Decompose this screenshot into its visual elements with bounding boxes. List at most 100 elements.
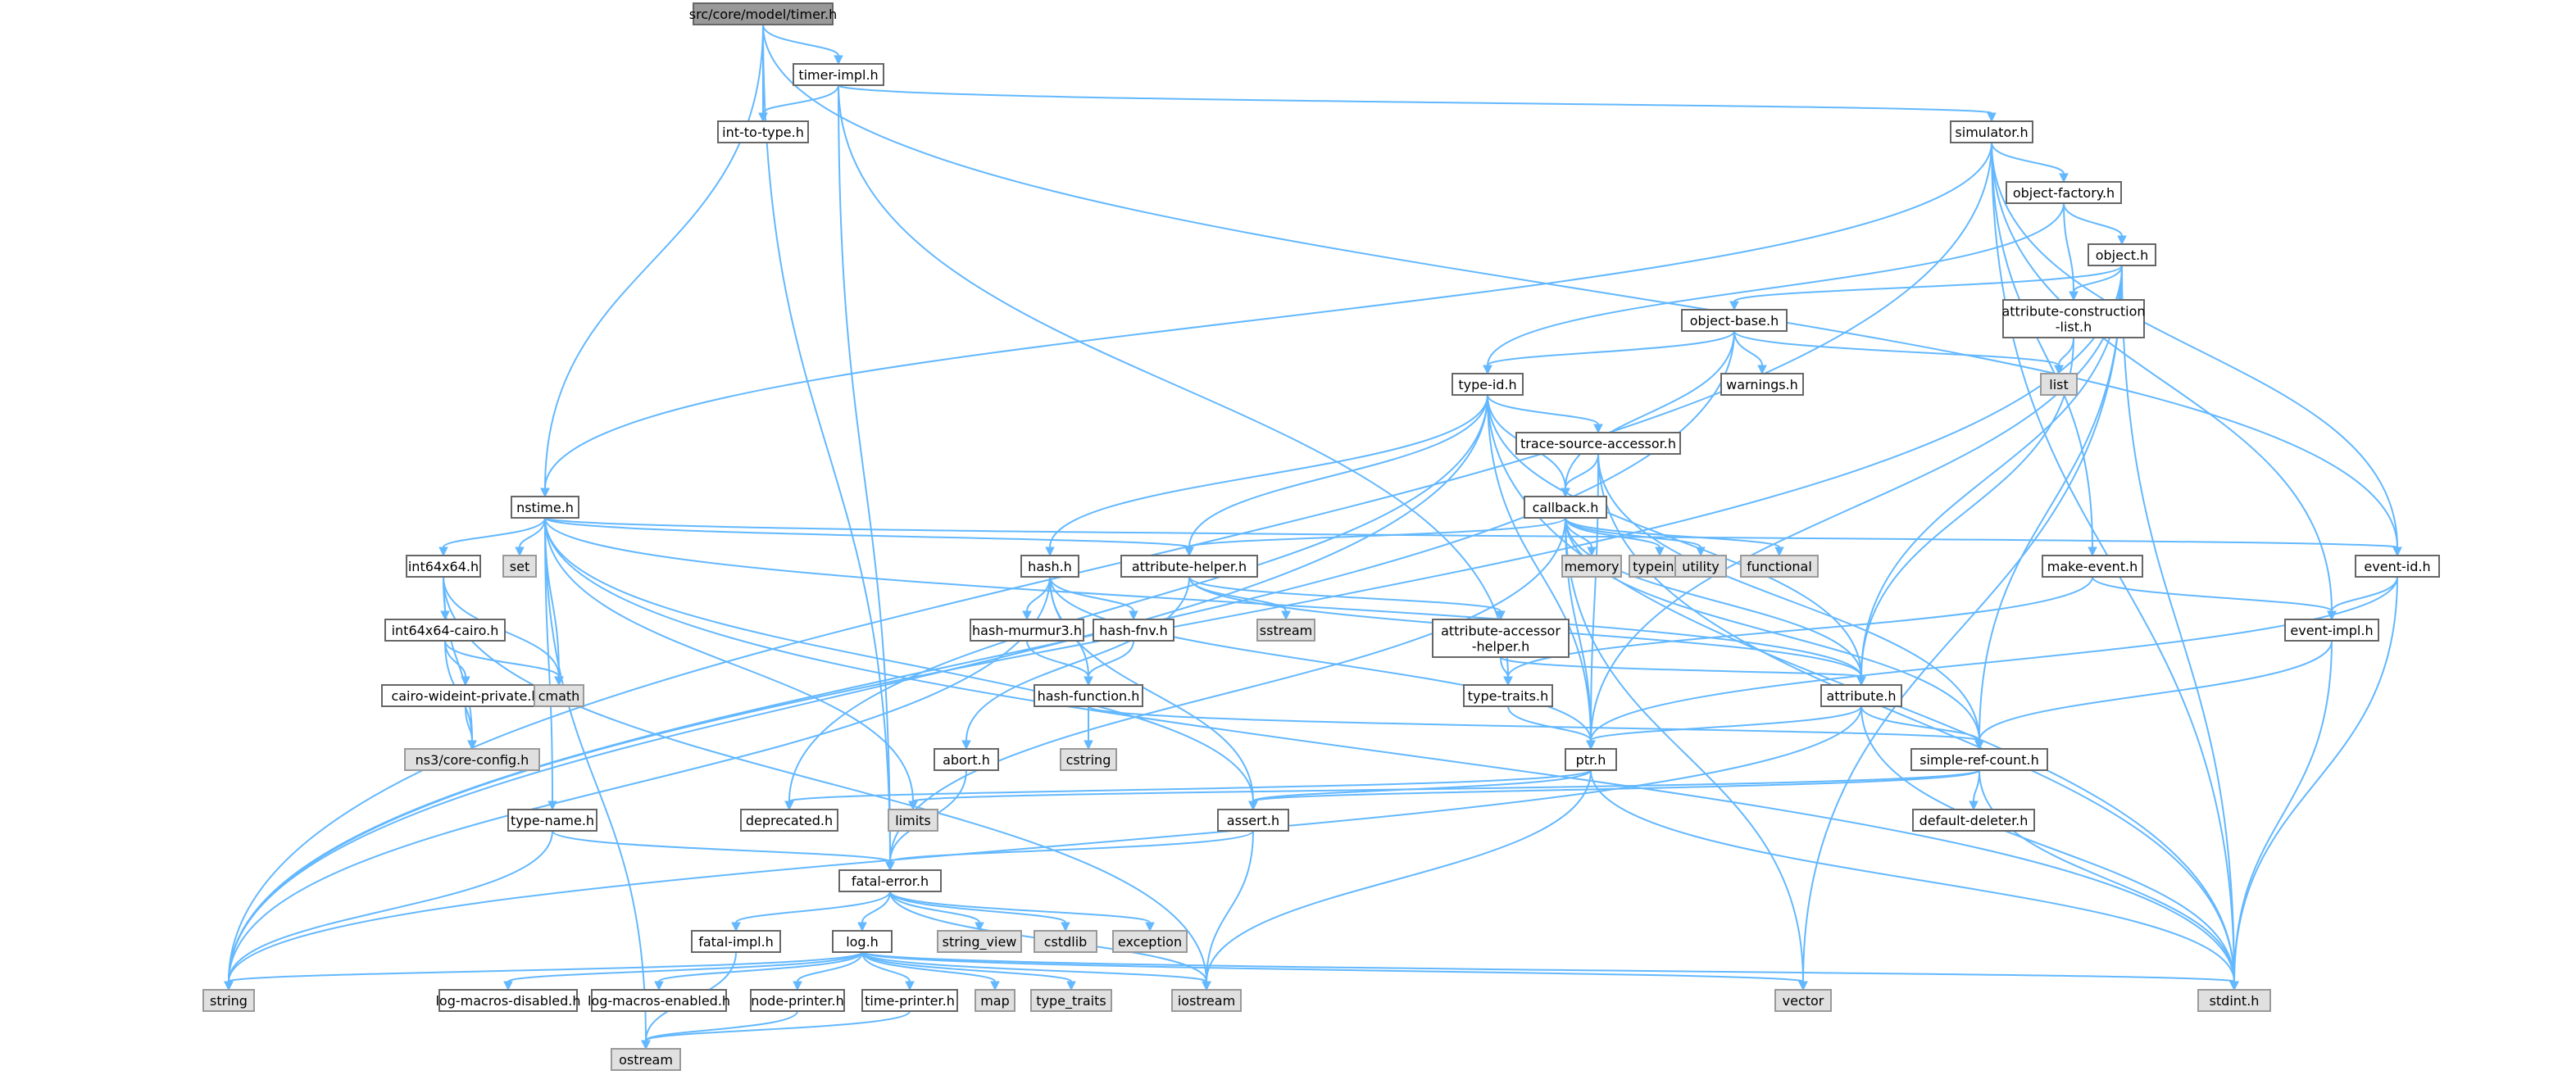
node-make-event-h[interactable]: make-event.h	[2042, 555, 2143, 578]
node-label: iostream	[1178, 993, 1235, 1009]
node-simulator-h[interactable]: simulator.h	[1950, 120, 2033, 143]
node-attribute-accessor-helper-h[interactable]: attribute-accessor-helper.h	[1432, 619, 1570, 658]
edge-arrowhead	[834, 55, 843, 66]
edge-object_base_h-to-type_id_h	[1487, 330, 1735, 366]
node-node-printer-h[interactable]: node-printer.h	[750, 989, 845, 1012]
node-label-line: trace-source-accessor.h	[1520, 436, 1676, 451]
node-type-name-h[interactable]: type-name.h	[507, 809, 597, 832]
node-simple-ref-count-h[interactable]: simple-ref-count.h	[1910, 748, 2048, 771]
edge-arrowhead	[1084, 676, 1093, 687]
node-timer-impl-h[interactable]: timer-impl.h	[793, 63, 884, 86]
node-event-id-h[interactable]: event-id.h	[2355, 555, 2440, 578]
node-time-printer-h[interactable]: time-printer.h	[861, 989, 958, 1012]
node-int-to-type-h[interactable]: int-to-type.h	[717, 120, 809, 143]
edge-attribute_h-to-stdint_h	[1860, 705, 2235, 982]
node-label: object-base.h	[1690, 313, 1779, 329]
node-timer-h[interactable]: src/core/model/timer.h	[689, 2, 838, 25]
node-type-id-h[interactable]: type-id.h	[1452, 373, 1524, 396]
node-cmath: cmath	[534, 684, 584, 707]
node-object-base-h[interactable]: object-base.h	[1681, 309, 1788, 332]
node-hash-murmur3-h[interactable]: hash-murmur3.h	[970, 619, 1084, 642]
node-log-macros-disabled-h[interactable]: log-macros-disabled.h	[435, 989, 581, 1012]
node-label: map	[980, 993, 1010, 1009]
edge-object_h-to-object_base_h	[1733, 265, 2123, 302]
node-box	[1432, 619, 1570, 658]
edge-trace_source_accessor_h-to-callback_h	[1565, 453, 1599, 489]
node-fatal-error-h[interactable]: fatal-error.h	[838, 869, 942, 892]
node-hash-function-h[interactable]: hash-function.h	[1034, 684, 1143, 707]
node-box	[1681, 309, 1788, 332]
edge-timer_h-to-fatal_error_h	[762, 24, 891, 863]
node-label-line: exception	[1118, 934, 1182, 950]
edge-nstime_h-to-set	[519, 517, 546, 548]
edge-simple_ref_count_h-to-limits	[912, 769, 1980, 802]
edge-timer_impl_h-to-int_to_type_h	[762, 84, 839, 114]
node-nstime-h[interactable]: nstime.h	[511, 496, 579, 519]
edge-arrowhead	[2059, 173, 2069, 184]
node-string-view: string_view	[937, 930, 1022, 953]
node-log-macros-enabled-h[interactable]: log-macros-enabled.h	[588, 989, 730, 1012]
node-int64x64-cairo-h[interactable]: int64x64-cairo.h	[384, 619, 506, 642]
node-utility: utility	[1674, 555, 1727, 578]
node-hash-fnv-h[interactable]: hash-fnv.h	[1093, 619, 1174, 642]
edge-object_factory_h-to-type_id_h	[1487, 202, 2065, 366]
edge-log_h-to-stdint_h	[861, 951, 2235, 982]
edge-arrowhead	[1856, 676, 1866, 687]
node-deprecated-h[interactable]: deprecated.h	[740, 809, 838, 832]
edge-make_event_h-to-event_impl_h	[2092, 576, 2333, 612]
node-label-line: map	[980, 993, 1010, 1009]
edge-arrowhead	[1587, 547, 1597, 557]
edge-type_id_h-to-string	[228, 394, 1488, 982]
node-assert-h[interactable]: assert.h	[1217, 809, 1289, 832]
node-label: vector	[1783, 993, 1824, 1009]
node-label: timer-impl.h	[798, 67, 878, 83]
node-exception: exception	[1112, 930, 1188, 953]
edge-nstime_h-to-int64x64_h	[443, 517, 546, 548]
edge-arrowhead	[793, 981, 802, 991]
node-default-deleter-h[interactable]: default-deleter.h	[1912, 809, 2035, 832]
node-attribute-h[interactable]: attribute.h	[1820, 684, 1902, 707]
node-attr-construction-list-h[interactable]: attribute-construction-list.h	[2001, 299, 2146, 338]
node-event-impl-h[interactable]: event-impl.h	[2284, 619, 2379, 642]
node-label: int64x64-cairo.h	[392, 623, 499, 638]
node-box	[1515, 432, 1681, 455]
node-log-h[interactable]: log.h	[832, 930, 893, 953]
node-box	[793, 63, 884, 86]
node-label: deprecated.h	[746, 813, 833, 828]
edge-log_h-to-string	[228, 951, 863, 982]
node-int64x64-h[interactable]: int64x64.h	[406, 555, 481, 578]
node-box	[1020, 555, 1079, 578]
edge-log_h-to-log_macros_enabled_h	[658, 951, 863, 982]
node-label-line: set	[510, 559, 529, 574]
node-ptr-h[interactable]: ptr.h	[1565, 748, 1617, 771]
edge-log_h-to-iostream	[861, 951, 1207, 982]
node-fatal-impl-h[interactable]: fatal-impl.h	[691, 930, 781, 953]
node-label-line: iostream	[1178, 993, 1235, 1009]
edge-ptr_h-to-iostream	[1206, 769, 1592, 982]
node-box	[1060, 748, 1117, 771]
node-box	[1820, 684, 1902, 707]
node-trace-source-accessor-h[interactable]: trace-source-accessor.h	[1515, 432, 1681, 455]
node-label: ostream	[619, 1052, 673, 1068]
node-label: warnings.h	[1726, 377, 1798, 392]
edge-type_id_h-to-deprecated_h	[788, 394, 1488, 802]
node-box	[591, 989, 727, 1012]
node-label: make-event.h	[2047, 559, 2138, 574]
node-type-traits-h[interactable]: type-traits.h	[1463, 684, 1553, 707]
node-abort-h[interactable]: abort.h	[934, 748, 999, 771]
node-label-line: log-macros-disabled.h	[435, 993, 580, 1009]
node-object-h[interactable]: object.h	[2088, 243, 2156, 266]
node-box	[1561, 555, 1622, 578]
node-warnings-h[interactable]: warnings.h	[1720, 373, 1804, 396]
node-object-factory-h[interactable]: object-factory.h	[2006, 181, 2122, 204]
node-attribute-helper-h[interactable]: attribute-helper.h	[1120, 555, 1258, 578]
node-cairo-wideint-private-h[interactable]: cairo-wideint-private.h	[381, 684, 550, 707]
node-hash-h[interactable]: hash.h	[1020, 555, 1079, 578]
node-callback-h[interactable]: callback.h	[1524, 496, 1607, 519]
edge-event_id_h-to-event_impl_h	[2331, 576, 2398, 612]
node-label: attribute-helper.h	[1132, 559, 1247, 574]
edge-arrowhead	[990, 981, 1000, 991]
edge-arrowhead	[1483, 365, 1492, 375]
node-vector: vector	[1774, 989, 1832, 1012]
node-label-line: ostream	[619, 1052, 673, 1068]
